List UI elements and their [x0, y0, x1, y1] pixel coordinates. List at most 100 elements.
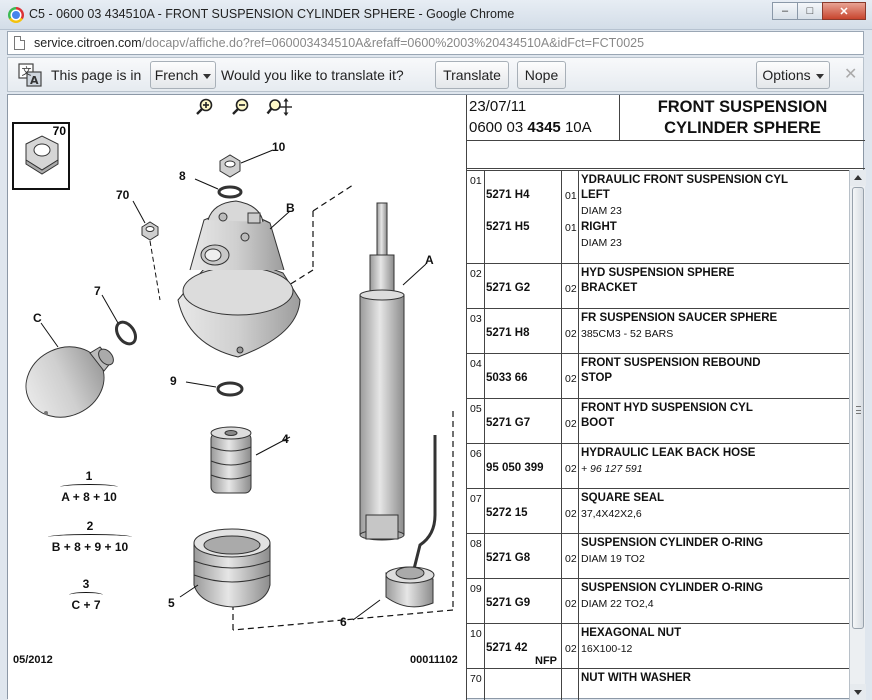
part-description-line-2: BOOT [581, 417, 615, 429]
callout-c: C [33, 311, 42, 325]
table-row[interactable]: 07 SQUARE SEAL 5272 15 02 37,4X42X2,6 [467, 489, 849, 534]
kit-number: 3 [82, 577, 90, 591]
part-description: YDRAULIC FRONT SUSPENSION CYL [581, 174, 789, 186]
table-row[interactable]: 03 FR SUSPENSION SAUCER SPHERE 5271 H8 0… [467, 309, 849, 354]
scroll-up-arrow-icon[interactable] [850, 170, 866, 186]
thumbnail-number: 70 [52, 124, 66, 138]
part-description: SUSPENSION CYLINDER O-RING [581, 582, 764, 594]
header-date: 23/07/11 [469, 98, 527, 115]
table-row[interactable]: 05 FRONT HYD SUSPENSION CYL 5271 G7 02 B… [467, 399, 849, 444]
kit-expression: C + 7 [71, 598, 101, 612]
part-70-thumbnail[interactable]: 70 [12, 122, 70, 190]
table-row[interactable]: 04 FRONT SUSPENSION REBOUND 5033 66 02 S… [467, 354, 849, 399]
scrollbar-thumb[interactable] [852, 187, 864, 629]
callout-5: 5 [168, 596, 175, 610]
part-reference[interactable]: 5271 H5 [486, 221, 530, 233]
callout-4: 4 [282, 432, 289, 446]
close-window-button[interactable]: ✕ [822, 2, 866, 20]
part-quantity: 02 [565, 508, 577, 520]
o-ring-9 [185, 381, 244, 397]
callout-9: 9 [170, 374, 177, 388]
svg-text:文: 文 [22, 65, 32, 78]
callout-7: 7 [94, 284, 101, 298]
address-bar[interactable]: service.citroen.com/docapv/affiche.do?re… [7, 31, 864, 55]
ref-prefix: 0600 03 [469, 119, 524, 136]
callout-b: B [286, 201, 295, 215]
part-description: FR SUSPENSION SAUCER SPHERE [581, 312, 778, 324]
part-reference[interactable]: 5271 G8 [486, 552, 531, 564]
chevron-down-icon [815, 73, 824, 79]
table-row[interactable]: 01 YDRAULIC FRONT SUSPENSION CYL 5271 H4… [467, 171, 849, 264]
part-reference[interactable]: 5033 66 [486, 372, 528, 384]
column-divider [561, 171, 562, 700]
part-description: HYDRAULIC LEAK BACK HOSE [581, 447, 756, 459]
kit-formula-2: 2 B + 8 + 9 + 10 [42, 519, 138, 554]
part-quantity: 01 [565, 190, 577, 202]
zoom-out-button[interactable] [230, 98, 254, 116]
part-reference[interactable]: 5271 G2 [486, 282, 531, 294]
pane-divider [466, 95, 467, 700]
row-index: 06 [470, 448, 482, 460]
table-row[interactable]: 06 HYDRAULIC LEAK BACK HOSE 95 050 399 0… [467, 444, 849, 489]
language-select[interactable]: French [150, 61, 216, 89]
part-reference[interactable]: 5271 42 [486, 642, 528, 654]
part-description-line-2: STOP [581, 372, 613, 384]
row-index: 04 [470, 358, 482, 370]
table-row[interactable]: 09 SUSPENSION CYLINDER O-RING 5271 G9 02… [467, 579, 849, 624]
window-title: C5 - 0600 03 434510A - FRONT SUSPENSION … [29, 7, 515, 21]
callout-8: 8 [179, 169, 186, 183]
brace-icon [60, 484, 118, 490]
table-row[interactable]: 08 SUSPENSION CYLINDER O-RING 5271 G8 02… [467, 534, 849, 579]
row-index: 70 [470, 673, 482, 685]
nut-70 [132, 200, 161, 301]
sphere-bracket-b [177, 200, 301, 358]
minimize-button[interactable]: – [772, 2, 798, 20]
row-index: 10 [470, 628, 482, 640]
scroll-down-arrow-icon[interactable] [850, 684, 866, 700]
part-reference[interactable]: 5271 G7 [486, 417, 531, 429]
title-line-2: CYLINDER SPHERE [664, 119, 821, 137]
url-text[interactable]: service.citroen.com/docapv/affiche.do?re… [34, 36, 644, 50]
translate-infobar: 文 A This page is in French Would you lik… [7, 57, 864, 92]
ref-suffix: 10A [564, 119, 592, 136]
nope-button[interactable]: Nope [517, 61, 566, 89]
header-title: FRONT SUSPENSION CYLINDER SPHERE [619, 95, 865, 141]
page-icon [14, 36, 25, 50]
pan-button[interactable] [266, 98, 292, 116]
part-detail: DIAM 22 TO2,4 [581, 598, 654, 610]
table-row[interactable]: 70 NUT WITH WASHER [467, 669, 849, 700]
table-row[interactable]: 02 HYD SUSPENSION SPHERE 5271 G2 02 BRAC… [467, 264, 849, 309]
url-host: service.citroen.com [34, 36, 142, 50]
part-detail: DIAM 23 [581, 237, 622, 249]
diagram-date: 05/2012 [13, 654, 53, 666]
options-button[interactable]: Options [756, 61, 830, 89]
row-index: 01 [470, 175, 482, 187]
part-quantity: 02 [565, 373, 577, 385]
parts-scrollbar[interactable] [849, 170, 866, 700]
part-quantity: 02 [565, 463, 577, 475]
cylinder-dashed-outline [232, 184, 454, 631]
close-infobar-icon[interactable]: ✕ [844, 66, 858, 83]
row-index: 02 [470, 268, 482, 280]
kit-expression: B + 8 + 9 + 10 [51, 540, 129, 554]
part-description: FRONT SUSPENSION REBOUND [581, 357, 761, 369]
part-description: NUT WITH WASHER [581, 672, 691, 684]
part-quantity: 02 [565, 643, 577, 655]
part-reference[interactable]: 5271 H4 [486, 189, 530, 201]
part-quantity: 02 [565, 283, 577, 295]
zoom-in-button[interactable] [194, 98, 218, 116]
part-reference[interactable]: 5272 15 [486, 507, 528, 519]
part-reference[interactable]: 5271 H8 [486, 327, 530, 339]
part-reference[interactable]: 95 050 399 [486, 462, 544, 474]
translate-prefix: This page is in [51, 67, 142, 83]
translate-button[interactable]: Translate [435, 61, 509, 89]
table-row[interactable]: 10 HEXAGONAL NUT 5271 42 02 16X100-12 NF… [467, 624, 849, 669]
exploded-diagram-pane: 70 [8, 95, 466, 700]
chevron-down-icon [203, 73, 212, 79]
column-divider [484, 171, 485, 700]
row-index: 09 [470, 583, 482, 595]
parts-list-pane: 23/07/11 0600 03 4345 10A FRONT SUSPENSI… [467, 95, 866, 700]
diagram-code: 00011102 [410, 654, 458, 666]
maximize-button[interactable]: □ [797, 2, 823, 20]
part-reference[interactable]: 5271 G9 [486, 597, 531, 609]
